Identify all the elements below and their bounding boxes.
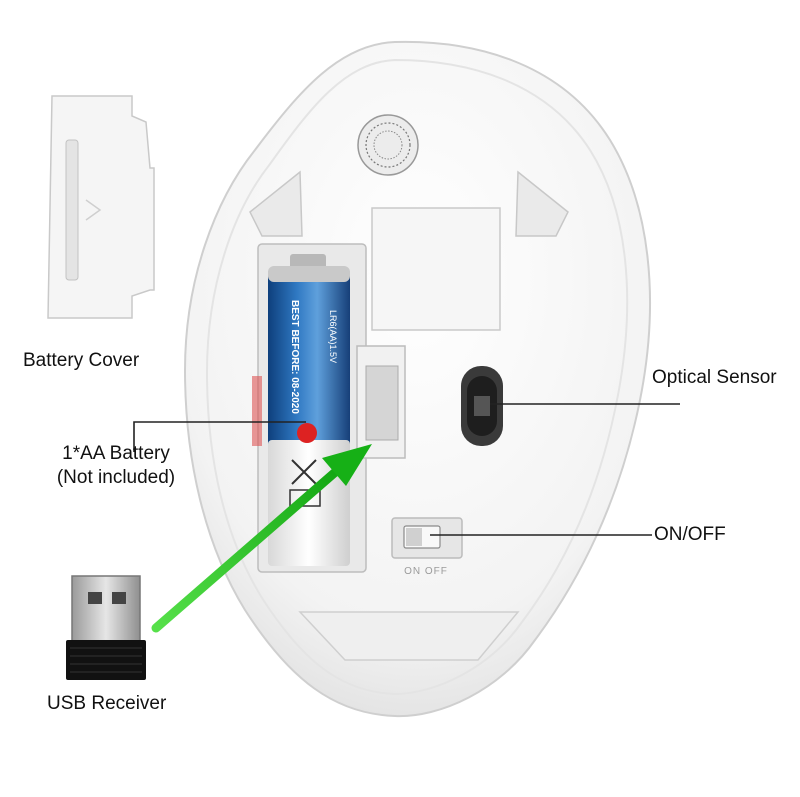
optical-sensor-label: Optical Sensor: [652, 367, 777, 388]
power-switch[interactable]: [391, 517, 463, 559]
mouse-foot-left: [249, 170, 303, 237]
battery-model: LR6(AA)1.5V: [328, 310, 338, 363]
mouse-foot-right: [515, 170, 569, 237]
mouse-foot-bottom: [298, 611, 520, 661]
on-off-label: ON/OFF: [654, 524, 726, 545]
switch-label: ON OFF: [404, 566, 448, 577]
green-arrow: [151, 444, 372, 633]
certification-sticker: [357, 114, 419, 176]
battery-label-line2: (Not included): [56, 467, 176, 488]
label-recess: [371, 207, 501, 331]
optical-sensor: [461, 366, 503, 446]
battery-best-before: BEST BEFORE: 08-2020: [289, 300, 300, 414]
usb-receiver: [66, 575, 146, 680]
battery-label-line1: 1*AA Battery: [62, 443, 170, 464]
leader-line-battery: [133, 421, 306, 452]
usb-receiver-label: USB Receiver: [47, 693, 167, 714]
battery-cover: [47, 95, 155, 319]
aa-battery: [268, 254, 350, 566]
battery-cover-label: Battery Cover: [23, 350, 140, 371]
